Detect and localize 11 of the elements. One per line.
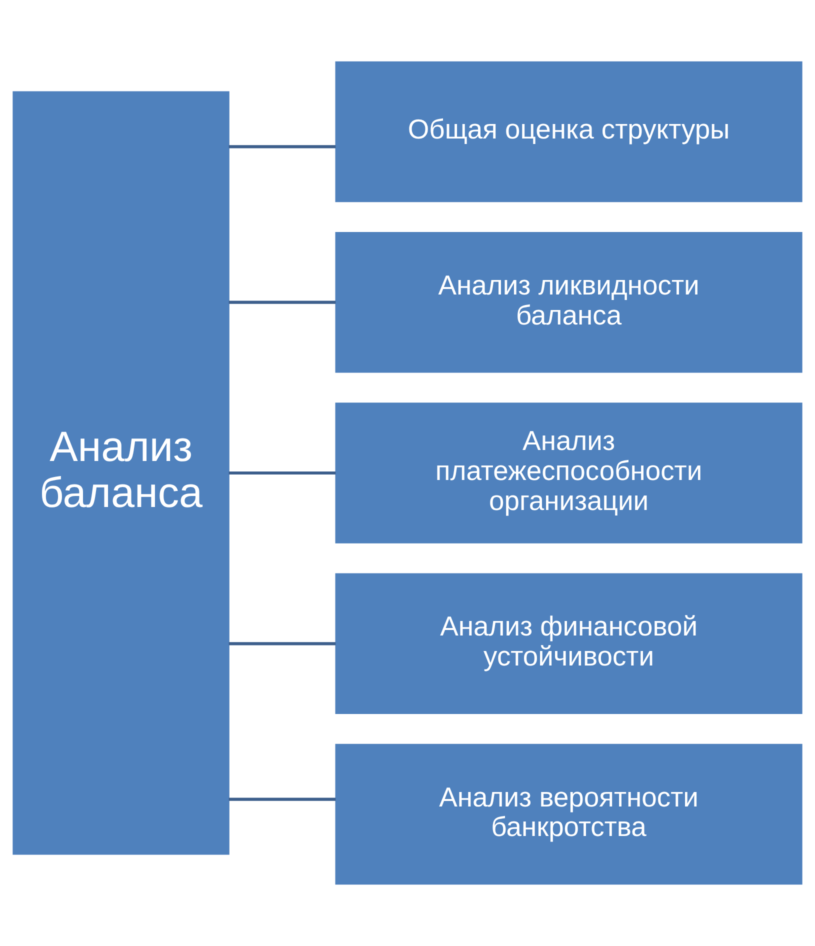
- node-box: Анализ финансовой устойчивости: [335, 573, 802, 714]
- connector: [228, 145, 336, 148]
- connector: [228, 798, 336, 801]
- node-box: Анализ баланса: [12, 91, 230, 855]
- node-box: Анализ ликвидности баланса: [335, 232, 802, 373]
- node-box: Анализ вероятности банкротства: [335, 744, 802, 885]
- connector: [228, 471, 336, 475]
- node-box: Анализ платежеспособности организации: [335, 402, 802, 544]
- connector: [228, 300, 336, 304]
- node-box: Общая оценка структуры: [335, 61, 802, 202]
- connector: [228, 642, 336, 646]
